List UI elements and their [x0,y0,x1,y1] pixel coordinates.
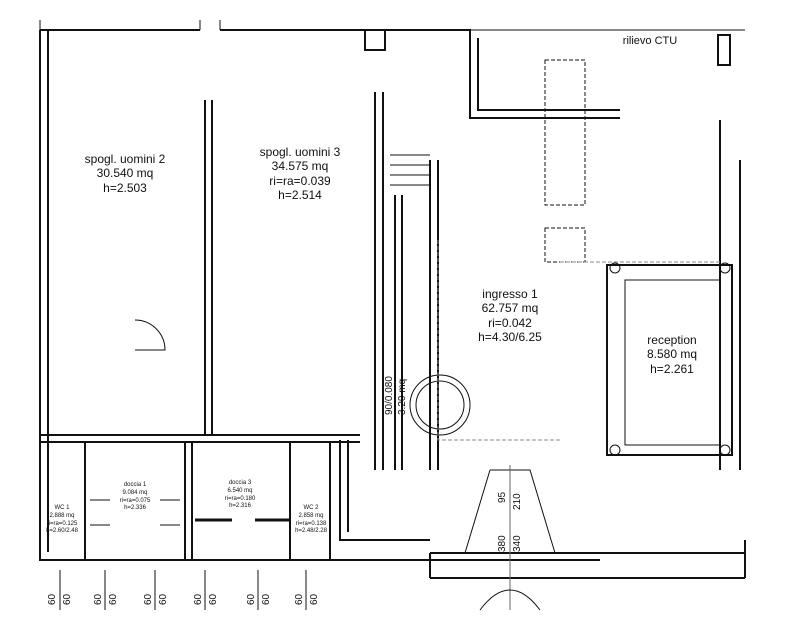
bottom-dim: 60 [47,593,58,605]
room-ratio: ri=0.042 [488,315,532,330]
room-area: 34.575 mq [271,159,329,174]
stair-note-line: 3.20 mq [397,378,408,415]
room-name: WC 2 [303,505,319,511]
room-height: h=4.30/6.25 [478,330,542,345]
stair-note-line: 90/0.080 [384,376,395,415]
room-name: WC 1 [54,505,70,511]
outer-wall-top [40,29,620,119]
bottom-dim: 60 [261,593,272,605]
room-doccia-3: doccia 3 6.540 mq ri=ra=0.180 h=2.316 [225,480,256,511]
room-ingresso-1: ingresso 1 62.757 mq ri=0.042 h=4.30/6.2… [478,287,542,345]
bottom-dim: 60 [193,593,204,605]
reception-walls [606,264,733,456]
room-spogl-uomini-2: spogl. uomini 2 30.540 mq h=2.503 [85,152,166,195]
bottom-dim: 60 [309,593,320,605]
partition-1 [204,100,213,435]
room-name: doccia 1 [123,482,147,488]
room-area: 2.858 mq [298,512,324,519]
room-name: ingresso 1 [482,287,538,301]
bottom-dim: 60 [208,593,219,605]
room-wc-2: WC 2 2.858 mq ri=ra=0.138 h=2.48/2.28 [295,505,327,536]
room-wc-1: WC 1 2.888 mq ri=ra=0.125 h=2.60/2.48 [46,505,78,536]
room-area: 9.084 mq [122,489,148,496]
room-ratio: ri=ra=0.075 [119,497,151,504]
door-dim-210: 210 [512,493,523,510]
bath-wall [40,434,360,443]
room-height: h=2.316 [229,503,251,510]
bottom-dim: 60 [93,593,104,605]
room-height: h=2.514 [278,188,322,203]
room-height: h=2.503 [103,180,147,195]
room-ratio: ri=ra=0.125 [46,520,78,527]
room-ratio: ri=ra=0.138 [295,520,327,527]
room-height: h=2.60/2.48 [46,528,78,535]
room-area: 8.580 mq [646,347,698,362]
room-ratio: ri=ra=0.180 [224,495,256,502]
bottom-dim: 60 [158,593,169,605]
door-dim-95: 95 [497,491,508,503]
room-doccia-1: doccia 1 9.084 mq ri=ra=0.075 h=2.336 [120,482,151,513]
room-reception: reception 8.580 mq h=2.261 [647,333,697,376]
room-ratio: ri=ra=0.039 [269,173,331,188]
room-area: 30.540 mq [96,166,154,181]
bottom-dim: 60 [62,593,73,605]
door-dim-340: 340 [512,535,523,552]
partition-2 [374,92,384,470]
room-area: 62.757 mq [481,301,539,316]
door-dim-380: 380 [497,535,508,552]
bottom-dim: 60 [294,593,305,605]
room-name: doccia 3 [228,480,252,486]
outer-wall-left [39,30,600,561]
room-area: 6.540 mq [227,487,253,494]
room-height: h=2.48/2.28 [295,528,327,535]
plan-title: rilievo CTU [622,35,678,47]
spiral-stair [409,374,471,436]
room-name: spogl. uomini 2 [84,152,166,166]
stair-note: 90/0.080 3.20 mq [383,376,409,415]
bottom-dim: 60 [246,593,257,605]
room-height: h=2.336 [124,505,146,512]
bottom-dim: 60 [108,593,119,605]
bottom-dim: 60 [143,593,154,605]
entrance-wall [429,552,745,579]
room-height: h=2.261 [650,361,694,376]
room-spogl-uomini-3: spogl. uomini 3 34.575 mq ri=ra=0.039 h=… [260,145,341,203]
room-name: reception [647,333,697,347]
room-area: 2.888 mq [49,512,75,519]
entrance-door [464,469,556,554]
room-name: spogl. uomini 3 [259,145,341,159]
